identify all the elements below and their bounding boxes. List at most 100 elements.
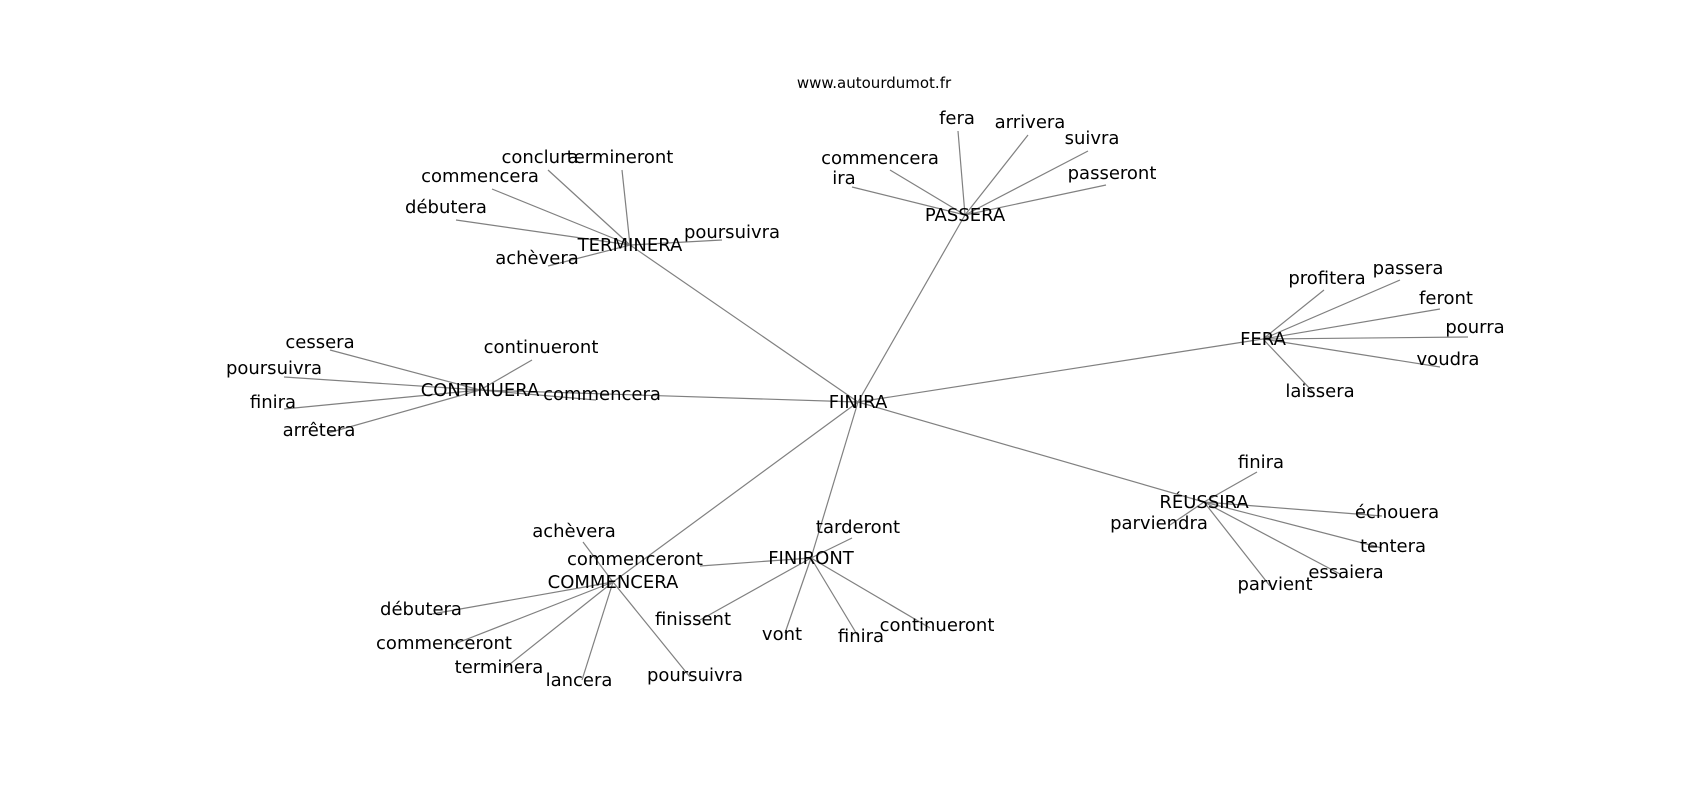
edge-finiront-fr_finira <box>810 557 859 637</box>
edge-fera-f_laissera <box>1262 338 1315 394</box>
node-f-laissera: laissera <box>1285 381 1354 402</box>
node-r-tentera: tentera <box>1360 536 1426 557</box>
edge-finira_c-continuera <box>479 389 859 403</box>
graph-labels: FINIRA TERMINERA PASSERA FERA CONTINUERA RÉUS… <box>226 108 1505 691</box>
node-p-fera: fera <box>939 108 975 129</box>
node-r-parviendra: parviendra <box>1110 513 1208 534</box>
node-c-commencera: commencera <box>543 384 661 405</box>
edge-fera-f_feront <box>1262 308 1441 340</box>
node-cm-commenceront: commenceront <box>376 633 512 654</box>
edge-finiront-fr_continueront <box>810 557 931 629</box>
edge-terminera-t_termineront <box>621 169 631 246</box>
node-c-cessera: cessera <box>285 332 354 353</box>
node-c-continueront: continueront <box>484 337 599 358</box>
node-t-poursuivra: poursuivra <box>684 222 780 243</box>
edge-finiront-fr_vont <box>784 557 812 634</box>
node-r-parvient: parvient <box>1237 574 1312 595</box>
node-fr-commenceront: commenceront <box>567 549 703 570</box>
edge-finiront-fr_commenceront <box>699 557 812 567</box>
edge-reussira-r_finira <box>1203 471 1258 503</box>
edge-continuera-c_cessera <box>329 349 481 391</box>
edge-continuera-c_arretera <box>327 389 481 434</box>
node-c-arretera: arrêtera <box>283 420 356 441</box>
node-passera: PASSERA <box>925 205 1006 226</box>
node-f-profitera: profitera <box>1288 268 1365 289</box>
node-f-voudra: voudra <box>1417 349 1480 370</box>
node-p-ira: ira <box>832 168 855 189</box>
edge-commencera_h-cm_debutera <box>431 581 614 615</box>
node-c-finira: finira <box>250 392 296 413</box>
edge-passera-p_fera <box>957 130 966 216</box>
edge-finira_c-finiront <box>810 401 859 559</box>
node-cm-debutera: débutera <box>380 599 462 620</box>
edge-terminera-t_poursuivra <box>629 239 723 246</box>
edge-reussira-r_parvient <box>1203 501 1271 587</box>
edge-passera-p_arrivera <box>964 134 1029 216</box>
edge-fera-f_passera <box>1262 279 1401 340</box>
site-url: www.autourdumot.fr <box>797 74 952 92</box>
edge-commencera_h-cm_achevera <box>582 541 614 583</box>
node-fr-finissent: finissent <box>655 609 731 630</box>
edge-finira_c-commencera_h <box>612 401 859 583</box>
edge-continuera-c_commencera <box>479 389 597 401</box>
edge-reussira-r_tentera <box>1203 501 1383 549</box>
node-c-poursuivra: poursuivra <box>226 358 322 379</box>
node-t-debutera: débutera <box>405 197 487 218</box>
edge-finira_c-fera <box>857 338 1264 403</box>
edge-passera-p_commencera <box>889 169 966 216</box>
node-cm-achevera: achèvera <box>532 521 616 542</box>
edge-finiront-fr_finissent <box>699 557 812 621</box>
node-f-feront: feront <box>1419 288 1473 309</box>
node-finira-c: FINIRA <box>829 392 888 413</box>
node-r-finira: finira <box>1238 452 1284 473</box>
edge-reussira-r_essaiera <box>1203 501 1341 575</box>
node-r-essaiera: essaiera <box>1308 562 1383 583</box>
node-t-achevera: achèvera <box>495 248 579 269</box>
edge-continuera-c_finira <box>283 389 481 410</box>
node-cm-lancera: lancera <box>546 670 613 691</box>
node-cm-terminera: terminera <box>455 657 544 678</box>
node-r-echouera: échouera <box>1355 502 1439 523</box>
edge-terminera-t_achevera <box>547 244 631 267</box>
node-t-termineront: termineront <box>567 147 674 168</box>
node-terminera: TERMINERA <box>577 235 683 256</box>
edge-reussira-r_parviendra <box>1169 501 1205 526</box>
node-cm-poursuivra: poursuivra <box>647 665 743 686</box>
edge-finira_c-reussira <box>857 401 1205 503</box>
node-fr-vont: vont <box>762 624 802 645</box>
edge-terminera-t_commencera <box>491 188 631 246</box>
node-f-passera: passera <box>1373 258 1444 279</box>
node-fr-continueront: continueront <box>880 615 995 636</box>
edge-fera-f_profitera <box>1262 289 1325 340</box>
node-commencera-h: COMMENCERA <box>548 572 679 593</box>
edge-passera-p_ira <box>851 186 966 216</box>
node-p-commencera: commencera <box>821 148 939 169</box>
node-p-arrivera: arrivera <box>995 112 1066 133</box>
edge-commencera_h-cm_lancera <box>581 581 614 681</box>
edge-fera-f_pourra <box>1262 336 1469 340</box>
edge-terminera-t_debutera <box>455 219 631 246</box>
node-t-commencera: commencera <box>421 166 539 187</box>
edge-continuera-c_poursuivra <box>283 376 481 391</box>
node-f-pourra: pourra <box>1445 317 1504 338</box>
node-fera: FERA <box>1240 329 1287 350</box>
edge-reussira-r_echouera <box>1203 501 1383 517</box>
edge-continuera-c_continueront <box>479 359 533 391</box>
node-reussira: RÉUSSIRA <box>1159 491 1249 513</box>
node-p-suivra: suivra <box>1065 128 1120 149</box>
node-fr-tarderont: tarderont <box>816 517 900 538</box>
edge-commencera_h-cm_commenceront <box>451 581 614 646</box>
edge-finira_c-passera <box>857 214 966 403</box>
node-p-passeront: passeront <box>1068 163 1157 184</box>
edge-passera-p_passeront <box>964 184 1107 216</box>
edge-finiront-fr_tarderont <box>810 537 853 559</box>
graph-edges <box>283 130 1469 681</box>
edge-commencera_h-cm_poursuivra <box>612 581 691 678</box>
edge-passera-p_suivra <box>964 150 1089 216</box>
edge-finira_c-terminera <box>629 244 859 403</box>
node-continuera: CONTINUERA <box>421 380 540 401</box>
node-finiront: FINIRONT <box>768 548 855 569</box>
node-t-conclura: conclura <box>501 147 578 168</box>
edge-fera-f_voudra <box>1262 338 1441 368</box>
